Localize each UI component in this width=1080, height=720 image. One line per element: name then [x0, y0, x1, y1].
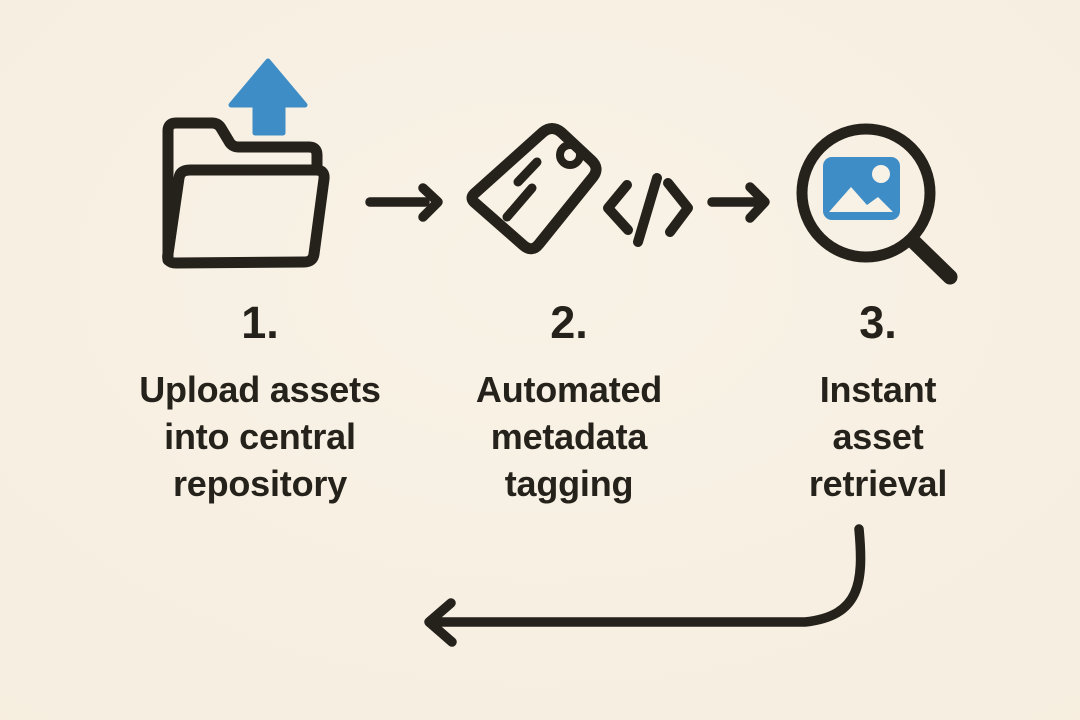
step-3-number: 3.	[859, 297, 897, 348]
tag-icon	[466, 123, 602, 255]
step-1-caption: Upload assets into central repository	[80, 366, 440, 507]
tag-code-icon	[466, 123, 693, 255]
tag-hole-icon	[556, 141, 584, 169]
code-bracket-right-icon	[663, 178, 693, 237]
magnifier-handle-icon	[905, 233, 958, 285]
caption-line: retrieval	[808, 463, 948, 504]
magnifier-lens-icon	[796, 123, 936, 263]
caption-line: tagging	[504, 463, 634, 504]
folder-back-icon	[162, 117, 323, 266]
caption-line: metadata	[490, 416, 648, 457]
code-bracket-left-icon	[603, 180, 633, 235]
arrow-right-icon	[707, 182, 770, 223]
code-slash-icon	[633, 173, 662, 247]
arrow-right-icon	[365, 183, 443, 222]
loop-back-arrow-icon	[424, 524, 866, 647]
search-image-icon	[796, 123, 958, 285]
caption-line: repository	[172, 463, 348, 504]
step-2-number: 2.	[550, 297, 588, 348]
upload-arrow-icon	[228, 58, 308, 136]
step-2-caption: Automated metadata tagging	[389, 366, 749, 507]
tag-line-icon	[502, 183, 537, 222]
folder-front-icon	[162, 164, 330, 269]
tag-line-icon	[513, 157, 542, 187]
caption-line: Upload assets	[139, 369, 381, 410]
step-1-number: 1.	[241, 297, 279, 348]
image-sun-icon	[872, 165, 890, 183]
caption-line: Instant	[819, 369, 937, 410]
caption-line: Automated	[475, 369, 663, 410]
caption-line: into central	[164, 416, 356, 457]
caption-line: asset	[832, 416, 924, 457]
folder-upload-icon	[162, 58, 330, 269]
step-3-caption: Instant asset retrieval	[698, 366, 1058, 507]
image-mountains-icon	[829, 187, 893, 212]
